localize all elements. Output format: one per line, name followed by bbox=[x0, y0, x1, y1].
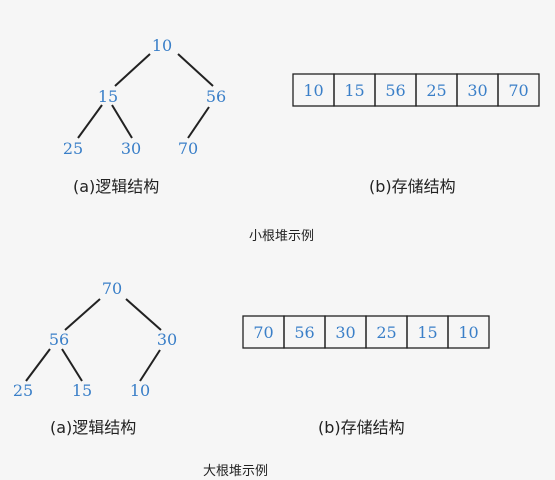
tree-node: 15 bbox=[98, 87, 118, 106]
array-cell-value: 70 bbox=[508, 81, 528, 100]
tree-edge bbox=[61, 348, 83, 382]
array-cell-value: 56 bbox=[294, 323, 314, 342]
large-heap-array: 70 56 30 25 15 10 bbox=[242, 315, 490, 349]
tree-node: 30 bbox=[121, 139, 141, 158]
array-cell-value: 30 bbox=[335, 323, 355, 342]
tree-node: 70 bbox=[102, 279, 122, 298]
tree-node: 30 bbox=[157, 330, 177, 349]
array-cell-value: 25 bbox=[426, 81, 446, 100]
tree-caption: (a)逻辑结构 bbox=[73, 177, 159, 196]
array-cell-value: 56 bbox=[385, 81, 405, 100]
tree-edge bbox=[187, 106, 210, 139]
tree-edge bbox=[177, 53, 214, 87]
figure-title: 大根堆示例 bbox=[203, 464, 268, 479]
tree-node: 56 bbox=[49, 330, 69, 349]
tree-edge bbox=[114, 53, 151, 87]
array-caption: (b)存储结构 bbox=[369, 177, 456, 196]
figure-title: 小根堆示例 bbox=[249, 229, 314, 244]
tree-node: 10 bbox=[152, 36, 172, 55]
tree-edge bbox=[25, 348, 51, 382]
tree-node: 70 bbox=[178, 139, 198, 158]
array-cell-value: 15 bbox=[417, 323, 437, 342]
small-heap-array: 10 15 56 25 30 70 bbox=[292, 73, 540, 107]
small-heap-section: 10 15 56 25 30 70 10 15 56 25 30 70 (a)逻… bbox=[63, 36, 540, 244]
tree-node: 15 bbox=[72, 381, 92, 400]
array-caption: (b)存储结构 bbox=[318, 418, 405, 437]
tree-node: 25 bbox=[13, 381, 33, 400]
tree-edge bbox=[77, 104, 103, 139]
tree-edge bbox=[64, 298, 101, 331]
array-cell-value: 25 bbox=[376, 323, 396, 342]
tree-edge bbox=[125, 298, 162, 331]
array-cell bbox=[497, 73, 540, 107]
array-cell-value: 70 bbox=[253, 323, 273, 342]
tree-caption: (a)逻辑结构 bbox=[50, 418, 136, 437]
tree-node: 10 bbox=[130, 381, 150, 400]
large-heap-section: 70 56 30 25 15 10 70 56 30 25 15 10 (a)逻… bbox=[13, 279, 490, 479]
large-heap-tree: 70 56 30 25 15 10 bbox=[13, 279, 177, 400]
tree-node: 56 bbox=[206, 87, 226, 106]
small-heap-tree: 10 15 56 25 30 70 bbox=[63, 36, 226, 158]
tree-edge bbox=[139, 349, 161, 382]
array-cell-value: 10 bbox=[458, 323, 478, 342]
array-cell-value: 15 bbox=[344, 81, 364, 100]
array-cell bbox=[447, 315, 490, 349]
array-cell-value: 30 bbox=[467, 81, 487, 100]
array-cell-value: 10 bbox=[303, 81, 323, 100]
tree-node: 25 bbox=[63, 139, 83, 158]
tree-edge bbox=[111, 104, 133, 139]
